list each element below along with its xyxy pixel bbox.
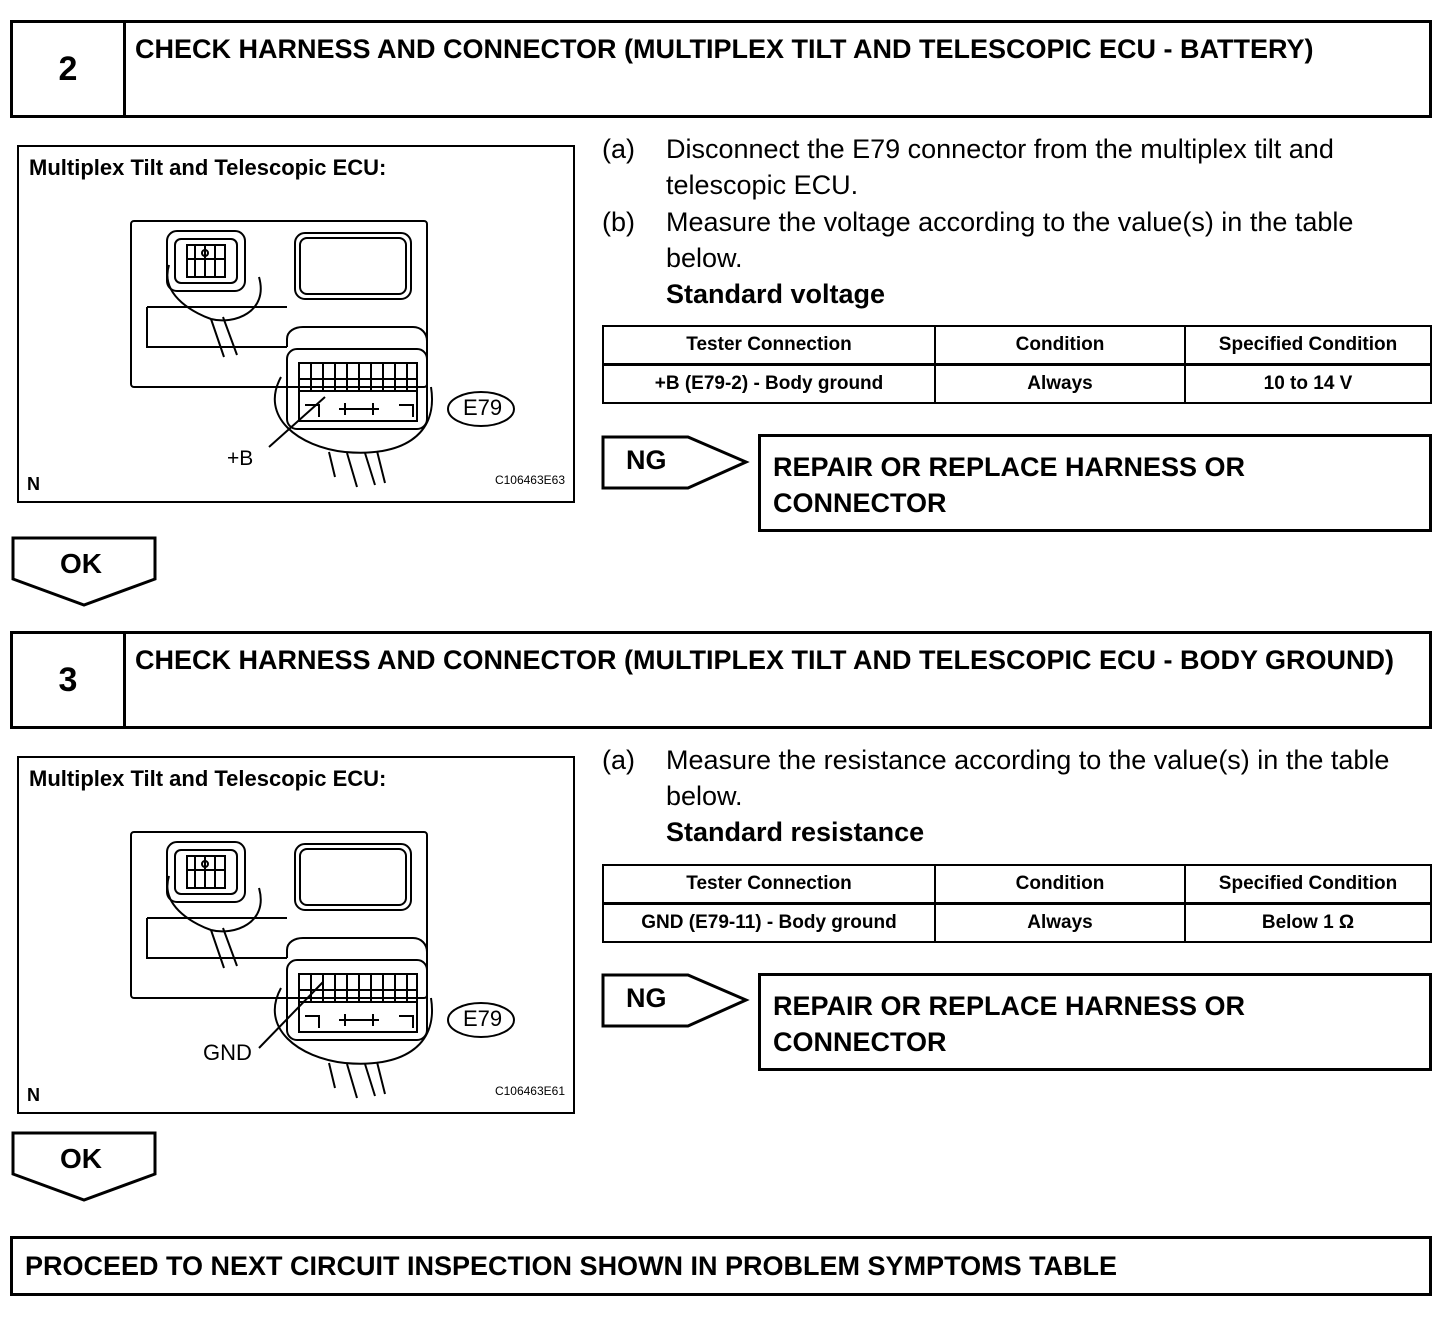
instruction-text: Disconnect the E79 connector from the mu…	[666, 134, 1334, 200]
standard-label: Standard voltage	[666, 279, 886, 309]
table-header-cell: Tester Connection	[602, 325, 936, 366]
figure-corner-mark: N	[27, 474, 40, 494]
spec-table: Tester Connection Condition Specified Co…	[602, 325, 1432, 404]
ng-label: NG	[626, 983, 667, 1013]
table-row: +B (E79-2) - Body ground Always 10 to 14…	[602, 363, 1432, 404]
ng-action-text: REPAIR OR REPLACE HARNESS OR CONNECTOR	[773, 452, 1246, 518]
table-cell: +B (E79-2) - Body ground	[602, 363, 936, 404]
step-2-figure: Multiplex Tilt and Telescopic ECU: +B E7…	[17, 145, 575, 503]
table-header-cell: Condition	[934, 864, 1186, 905]
ok-label: OK	[60, 548, 102, 579]
final-action-text: PROCEED TO NEXT CIRCUIT INSPECTION SHOWN…	[25, 1251, 1118, 1281]
spec-table: Tester Connection Condition Specified Co…	[602, 864, 1432, 943]
instruction-label: (a)	[602, 745, 635, 775]
ok-label: OK	[60, 1143, 102, 1174]
figure-code: C106463E61	[494, 1084, 565, 1098]
table-cell: 10 to 14 V	[1184, 363, 1432, 404]
figure-code: C106463E63	[494, 473, 565, 487]
table-cell: GND (E79-11) - Body ground	[602, 902, 936, 943]
instruction-label: (a)	[602, 134, 635, 164]
step-2-header: 2 CHECK HARNESS AND CONNECTOR (MULTIPLEX…	[10, 20, 1432, 118]
figure-title: Multiplex Tilt and Telescopic ECU:	[29, 766, 387, 791]
connector-label: E79	[463, 1006, 503, 1031]
terminal-label: GND	[203, 1040, 252, 1065]
terminal-label: +B	[227, 447, 254, 470]
table-header-cell: Specified Condition	[1184, 864, 1432, 905]
instruction-text: Measure the resistance according to the …	[666, 745, 1390, 811]
step-title: CHECK HARNESS AND CONNECTOR (MULTIPLEX T…	[135, 34, 1314, 64]
ecu-connector-illustration	[130, 220, 515, 488]
table-row: GND (E79-11) - Body ground Always Below …	[602, 902, 1432, 943]
step-number: 2	[13, 23, 126, 115]
ng-label: NG	[626, 445, 667, 475]
ng-arrow	[601, 435, 750, 490]
step-number: 3	[13, 634, 126, 726]
table-header-cell: Specified Condition	[1184, 325, 1432, 366]
table-header-cell: Tester Connection	[602, 864, 936, 905]
table-cell: Always	[934, 363, 1186, 404]
step-title: CHECK HARNESS AND CONNECTOR (MULTIPLEX T…	[135, 645, 1395, 675]
table-cell: Always	[934, 902, 1186, 943]
ng-action-box: REPAIR OR REPLACE HARNESS OR CONNECTOR	[758, 973, 1432, 1071]
instruction-text: Measure the voltage according to the val…	[666, 207, 1354, 273]
step-3-header: 3 CHECK HARNESS AND CONNECTOR (MULTIPLEX…	[10, 631, 1432, 729]
ng-action-text: REPAIR OR REPLACE HARNESS OR CONNECTOR	[773, 991, 1246, 1057]
figure-corner-mark: N	[27, 1085, 40, 1105]
figure-title: Multiplex Tilt and Telescopic ECU:	[29, 155, 387, 180]
table-header-row: Tester Connection Condition Specified Co…	[602, 325, 1432, 366]
table-header-row: Tester Connection Condition Specified Co…	[602, 864, 1432, 905]
step-3-figure: Multiplex Tilt and Telescopic ECU: GND E…	[17, 756, 575, 1114]
instruction-label: (b)	[602, 207, 635, 237]
connector-label: E79	[463, 395, 503, 420]
table-cell: Below 1 Ω	[1184, 902, 1432, 943]
ng-action-box: REPAIR OR REPLACE HARNESS OR CONNECTOR	[758, 434, 1432, 532]
ecu-connector-illustration	[130, 831, 515, 1099]
ok-arrow	[11, 536, 157, 607]
table-header-cell: Condition	[934, 325, 1186, 366]
ng-arrow	[601, 973, 750, 1028]
standard-label: Standard resistance	[666, 817, 925, 847]
ok-arrow	[11, 1131, 157, 1202]
final-action-box: PROCEED TO NEXT CIRCUIT INSPECTION SHOWN…	[10, 1236, 1432, 1296]
